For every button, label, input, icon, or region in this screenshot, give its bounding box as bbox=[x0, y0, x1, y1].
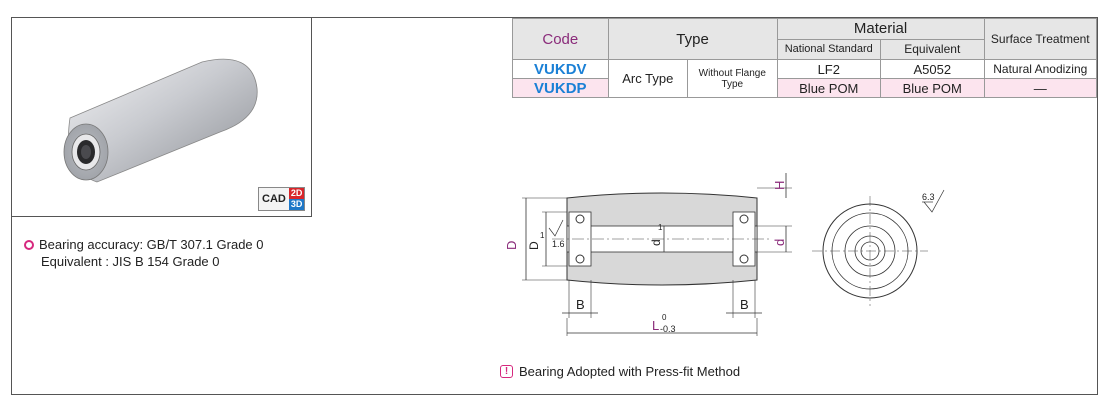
roughness-1: 1.6 bbox=[552, 239, 565, 249]
equivalent-text: Equivalent : JIS B 154 Grade 0 bbox=[41, 254, 220, 269]
dim-L-tol-lower: -0.3 bbox=[660, 324, 676, 334]
national-cell: LF2 bbox=[776, 59, 881, 79]
header-national-standard: National Standard bbox=[776, 38, 881, 60]
warning-icon: ! bbox=[500, 365, 513, 378]
header-code: Code bbox=[512, 18, 609, 60]
dim-H: H bbox=[772, 181, 787, 190]
bullet-circle-icon bbox=[24, 239, 34, 250]
bearing-notes: Bearing accuracy: GB/T 307.1 Grade 0 Equ… bbox=[24, 236, 264, 270]
dim-d: d bbox=[772, 239, 787, 246]
product-image-panel: CAD 2D 3D bbox=[12, 18, 312, 217]
header-equivalent: Equivalent bbox=[879, 38, 985, 60]
type-main-cell: Arc Type bbox=[607, 59, 689, 98]
surface-cell: Natural Anodizing bbox=[983, 59, 1098, 79]
roughness-2: 6.3 bbox=[922, 192, 935, 202]
code-cell: VUKDV bbox=[512, 59, 609, 79]
header-type: Type bbox=[607, 18, 778, 60]
dimension-drawing: D D 1 1.6 d 1 d H B B L bbox=[504, 173, 945, 336]
product-image bbox=[63, 58, 258, 183]
press-fit-text: Bearing Adopted with Press-fit Method bbox=[519, 364, 741, 379]
header-surface-treatment: Surface Treatment bbox=[983, 18, 1098, 60]
equivalent-cell: Blue POM bbox=[879, 78, 985, 98]
header-material: Material bbox=[776, 18, 985, 40]
table-row: VUKDV Arc Type Without Flange Type LF2 A… bbox=[512, 59, 1098, 98]
dim-d1-sub: 1 bbox=[658, 223, 663, 232]
dim-d1: d bbox=[649, 239, 663, 246]
dim-L: L bbox=[652, 318, 659, 333]
dim-D1-sub: 1 bbox=[540, 231, 545, 240]
spec-table: Code Type Material Surface Treatment Nat… bbox=[512, 18, 1098, 98]
code-cell: VUKDP bbox=[512, 78, 609, 98]
equivalent-cell: A5052 bbox=[879, 59, 985, 79]
surface-cell: — bbox=[983, 78, 1098, 98]
type-sub-cell: Without Flange Type bbox=[687, 59, 778, 98]
dim-B-right: B bbox=[740, 297, 749, 312]
dim-L-tol-upper: 0 bbox=[662, 313, 667, 322]
bearing-accuracy-text: Bearing accuracy: GB/T 307.1 Grade 0 bbox=[39, 237, 264, 252]
cad-2d-label: 2D bbox=[288, 188, 305, 199]
table-row: VUKDP Blue POM Blue POM — bbox=[512, 78, 1098, 98]
dim-D: D bbox=[504, 241, 519, 250]
national-cell: Blue POM bbox=[776, 78, 881, 98]
dim-D1: D bbox=[527, 241, 541, 250]
dim-B-left: B bbox=[576, 297, 585, 312]
cad-badge[interactable]: CAD 2D 3D bbox=[258, 187, 306, 211]
cad-3d-label: 3D bbox=[288, 199, 305, 210]
cad-label: CAD bbox=[262, 193, 286, 205]
press-fit-note: ! Bearing Adopted with Press-fit Method bbox=[500, 364, 740, 379]
product-frame: CAD 2D 3D Bearing accuracy: GB/T 307.1 G… bbox=[11, 17, 1098, 395]
